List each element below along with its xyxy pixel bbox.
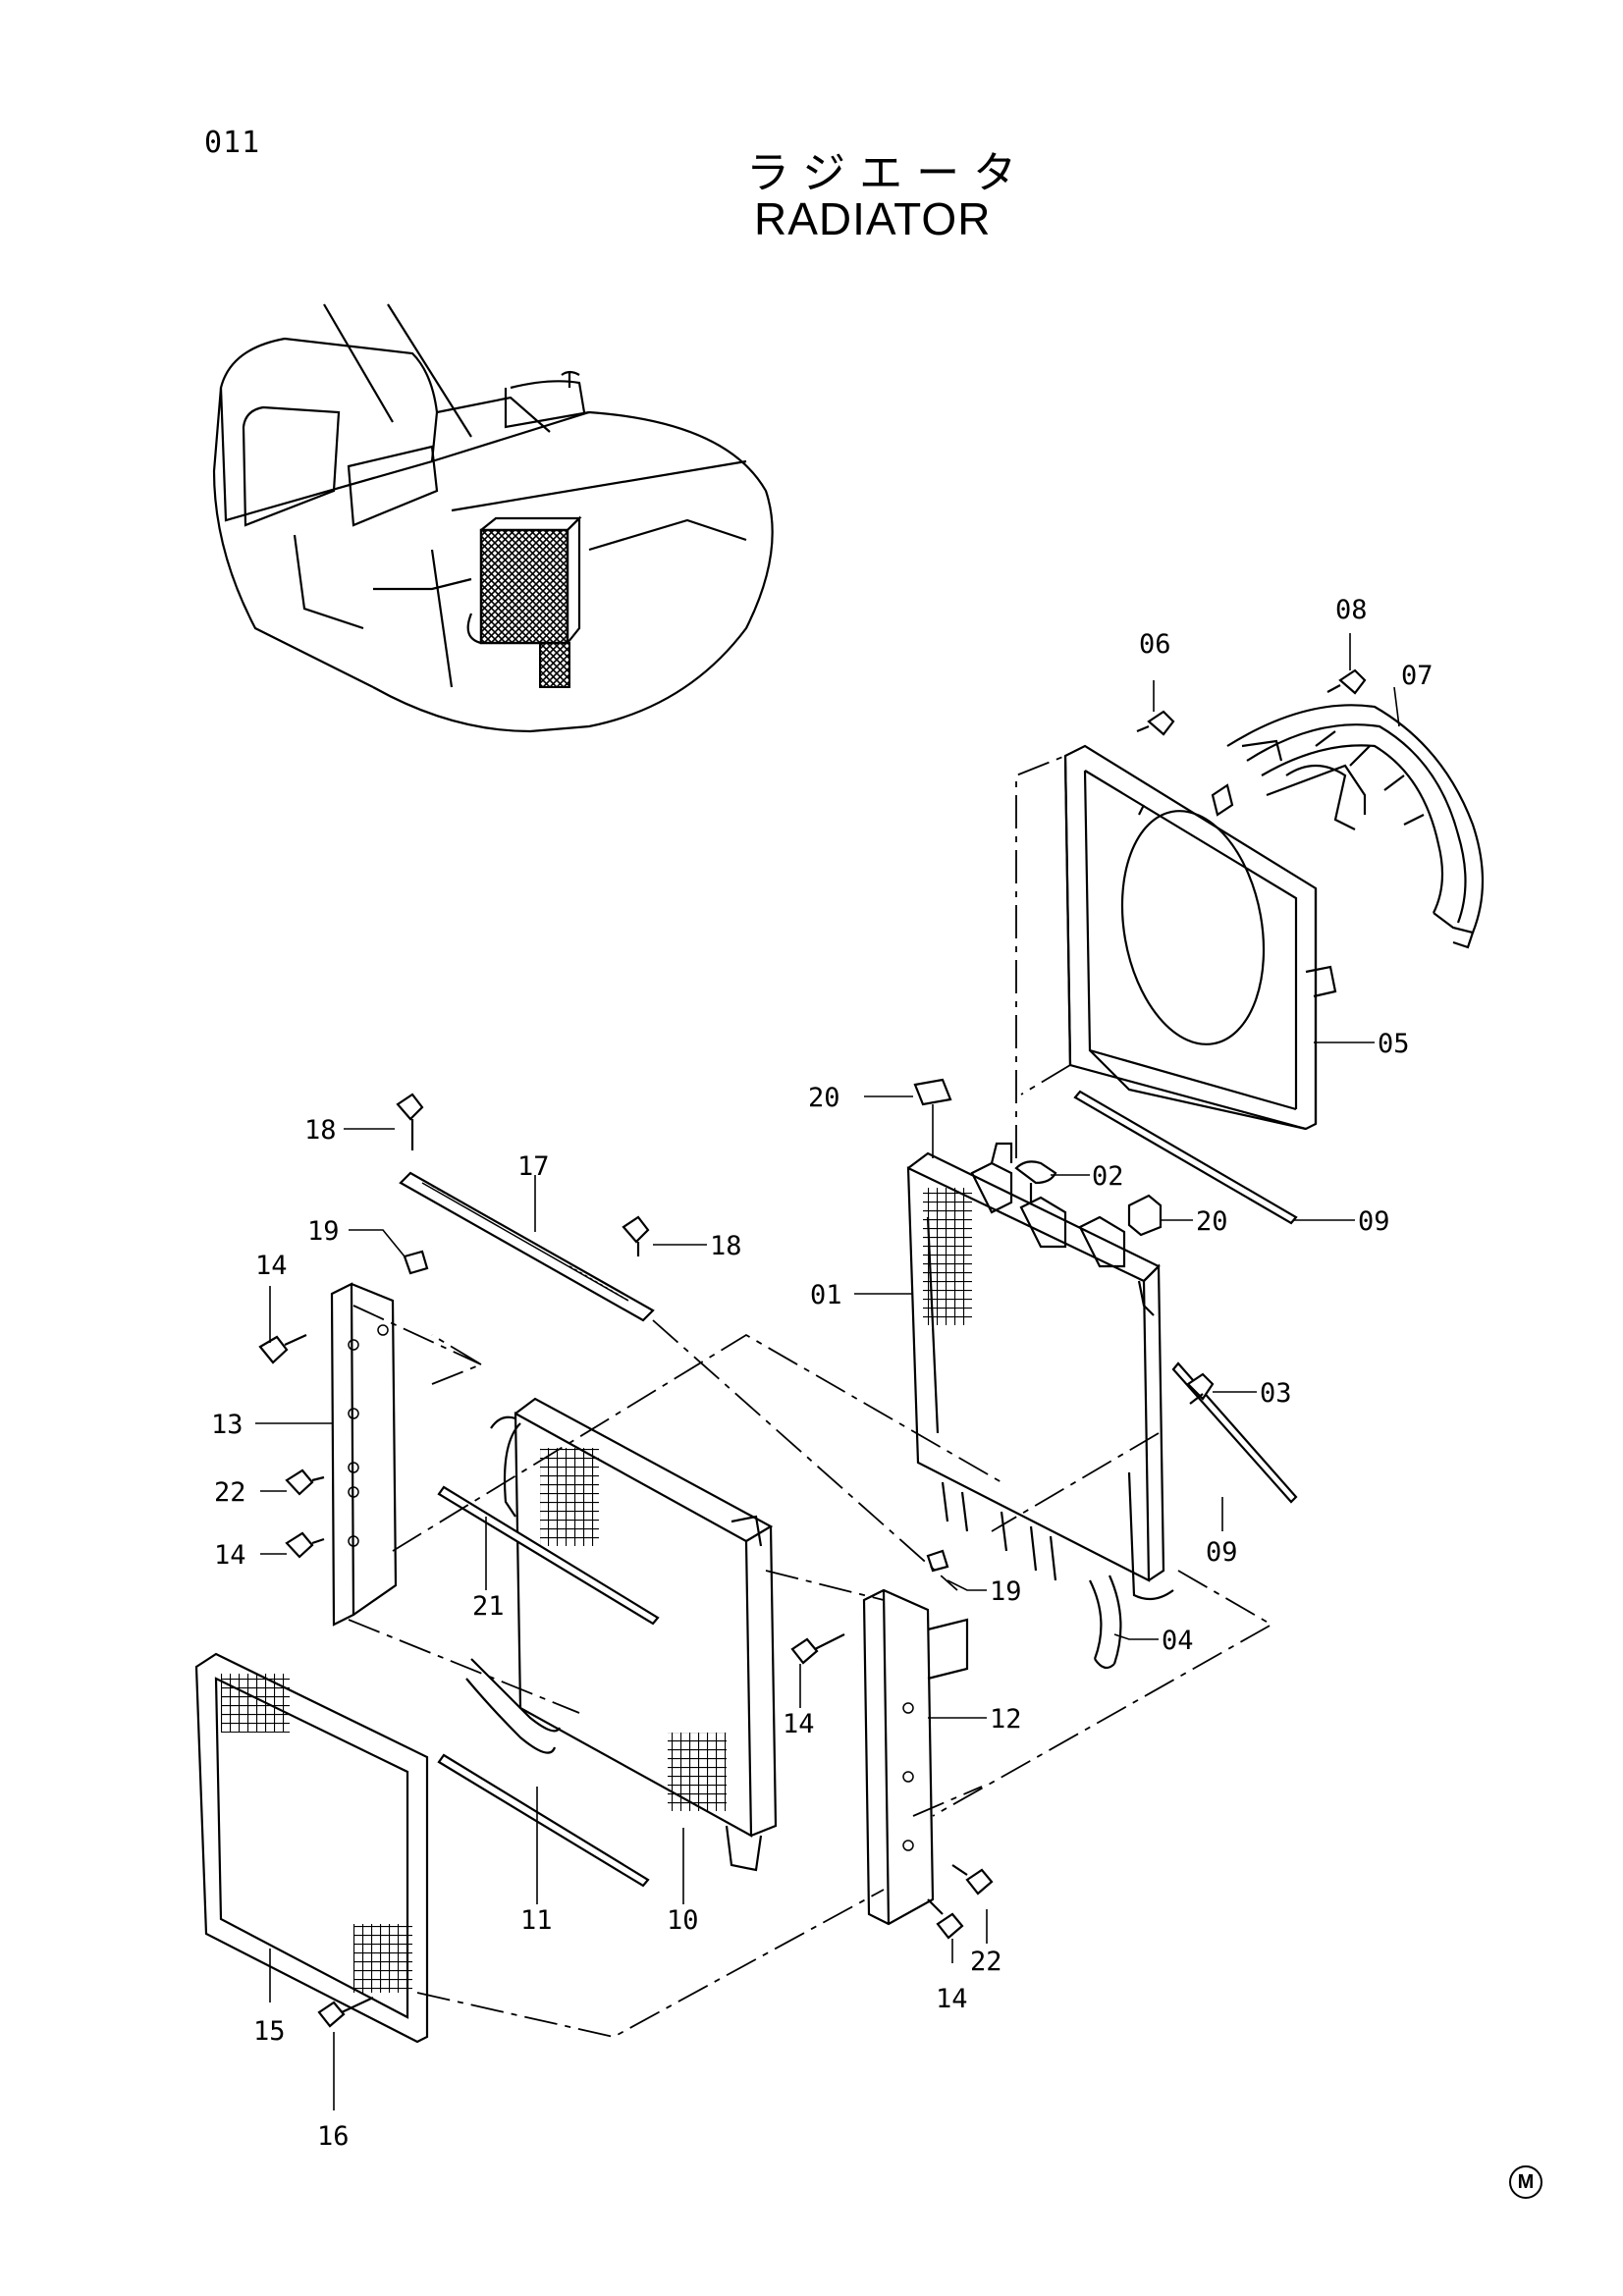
callout-16: 16: [317, 2121, 350, 2152]
callout-15: 15: [253, 2016, 286, 2047]
callout-14-d: 14: [936, 1984, 968, 2014]
callout-17: 17: [517, 1151, 550, 1182]
part-10-cooler: [465, 1397, 778, 1872]
callout-19-left: 19: [307, 1216, 340, 1247]
callout-07: 07: [1401, 661, 1434, 691]
callout-13: 13: [211, 1410, 243, 1440]
callout-01: 01: [810, 1280, 842, 1310]
callout-19-right: 19: [990, 1576, 1022, 1607]
part-12-right-bracket: [862, 1588, 969, 1926]
part-20-pads: [913, 1078, 1163, 1237]
callout-03: 03: [1260, 1378, 1292, 1409]
part-14-22-16-bolts: [258, 1333, 994, 2028]
part-06-08-bolts: [1136, 668, 1367, 736]
callout-14-a: 14: [255, 1251, 288, 1281]
callout-18-left: 18: [304, 1115, 337, 1146]
callout-12: 12: [990, 1704, 1022, 1735]
callout-18-right: 18: [710, 1231, 742, 1261]
callout-09-lower: 09: [1206, 1537, 1238, 1568]
part-13-left-bracket: [330, 1282, 398, 1627]
callout-14-c: 14: [783, 1709, 815, 1739]
callout-leaders: [255, 633, 1400, 2110]
callout-22-left: 22: [214, 1477, 246, 1508]
callout-06: 06: [1139, 629, 1171, 660]
callout-11: 11: [520, 1905, 553, 1936]
title-japanese: ラジエータ: [746, 148, 1031, 198]
part-04-hose: [1089, 1575, 1122, 1670]
part-03-wing-bolt: [1186, 1372, 1215, 1405]
callout-20-right: 20: [1196, 1206, 1228, 1237]
callout-08: 08: [1335, 595, 1368, 625]
part-17-bracket-bar: [399, 1171, 655, 1322]
title-english: RADIATOR: [754, 193, 992, 244]
assembly-center-lines: [348, 755, 1273, 2038]
part-19-nuts: [403, 1250, 949, 1573]
manufacturer-mark: M: [1509, 2165, 1542, 2199]
part-07-fan-guard: [1226, 704, 1485, 949]
machine-location-illustration: [212, 303, 774, 733]
callout-22-right: 22: [970, 1947, 1002, 1977]
callout-02: 02: [1092, 1161, 1124, 1192]
part-21-11-strips: [437, 1485, 660, 1888]
part-05-shroud: [1063, 744, 1337, 1131]
callout-05: 05: [1378, 1029, 1410, 1059]
callout-10: 10: [667, 1905, 699, 1936]
part-02-cap: [1014, 1160, 1057, 1202]
callout-20-upper: 20: [808, 1083, 840, 1113]
callout-09-upper: 09: [1358, 1206, 1390, 1237]
page-number: 011: [204, 126, 261, 160]
part-15-screen: [194, 1652, 429, 2044]
callout-21: 21: [472, 1591, 505, 1622]
callout-14-b: 14: [214, 1540, 246, 1571]
part-01-radiator: [906, 1142, 1174, 1601]
part-callouts: 20 02 20 01 03 09 04 05 06 08 07 09 18 1…: [211, 595, 1434, 2152]
part-18-wing-bolts: [396, 1093, 650, 1256]
callout-04: 04: [1162, 1626, 1194, 1656]
